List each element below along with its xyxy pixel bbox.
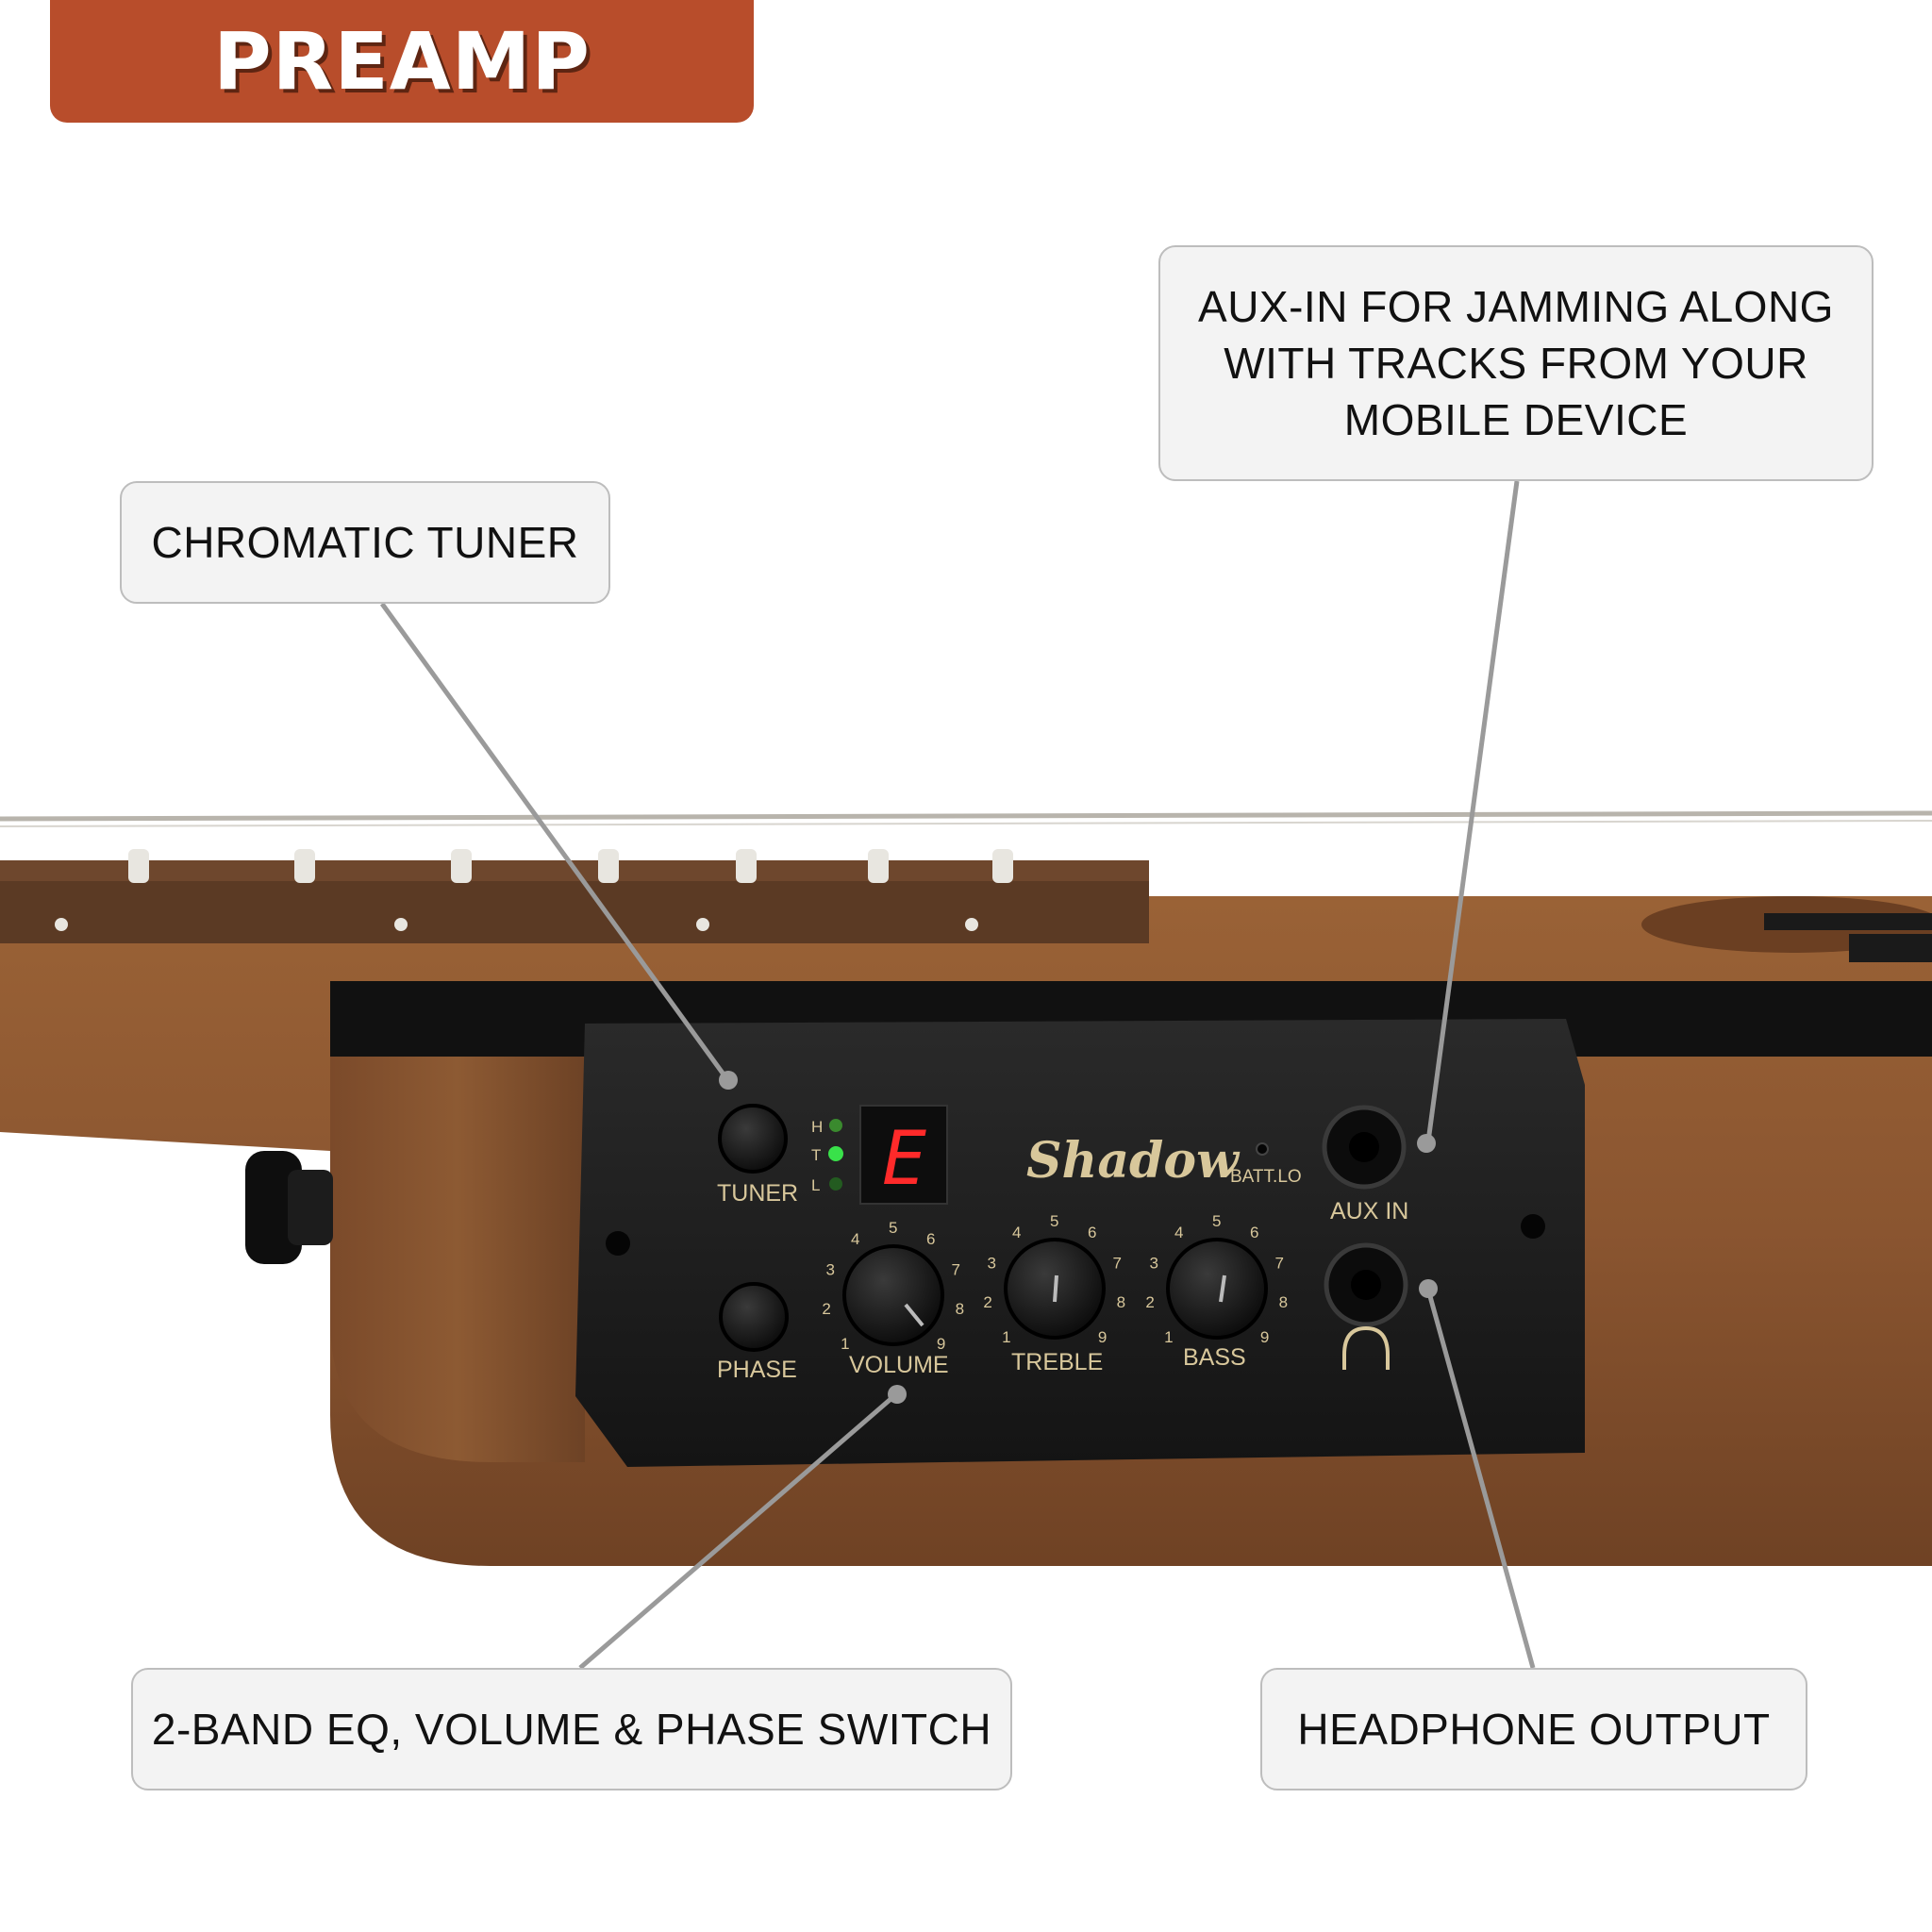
callout-leaders [379,480,1536,1670]
dial-number: 8 [956,1300,964,1318]
bass-label: BASS [1183,1344,1246,1371]
led-h [829,1119,842,1132]
dial-number: 9 [1098,1328,1107,1346]
dial-number: 2 [1145,1293,1154,1311]
treble-knob[interactable] [1004,1238,1106,1340]
tuner-label: TUNER [717,1180,798,1207]
callout-headphone: HEADPHONE OUTPUT [1260,1668,1807,1790]
led-t-label: T [811,1146,821,1164]
callout-eq-text: 2-BAND EQ, VOLUME & PHASE SWITCH [151,1705,992,1754]
page-title: PREAMP [213,15,591,108]
phase-button[interactable] [719,1282,789,1352]
batt-led [1256,1142,1269,1156]
led-l-label: L [811,1176,820,1194]
dial-number: 7 [952,1260,960,1278]
led-h-label: H [811,1118,823,1136]
dial-number: 3 [988,1254,996,1272]
dial-number: 5 [1050,1212,1058,1230]
headphone-icon [1342,1325,1390,1370]
volume-knob[interactable] [842,1244,944,1346]
dial-number: 4 [1174,1224,1183,1241]
aux-in-label: AUX IN [1330,1198,1408,1224]
dial-number: 2 [822,1300,830,1318]
callout-aux-in-text: AUX-IN FOR JAMMING ALONG WITH TRACKS FRO… [1198,282,1834,444]
tuner-button[interactable] [718,1104,788,1174]
callout-tuner-text: CHROMATIC TUNER [151,518,579,567]
preamp-panel: TUNER H T L E Shadow BATT.LO AUX IN PHAS… [575,1019,1585,1467]
callout-tuner: CHROMATIC TUNER [120,481,610,604]
dial-number: 3 [1150,1254,1158,1272]
dial-number: 5 [1212,1212,1221,1230]
led-l [829,1177,842,1191]
dial-number: 8 [1117,1293,1125,1311]
guitar-neck [0,810,1932,945]
volume-label: VOLUME [849,1352,949,1378]
callout-headphone-text: HEADPHONE OUTPUT [1297,1705,1771,1754]
led-t [828,1146,843,1161]
fret-markers [55,849,1013,931]
dial-number: 7 [1113,1254,1122,1272]
dial-number: 6 [1088,1224,1096,1241]
dial-number: 1 [1164,1328,1173,1346]
tuner-note: E [882,1117,926,1202]
dial-number: 6 [926,1230,935,1248]
dial-number: 4 [1012,1224,1021,1241]
brand-logo: Shadow [1026,1132,1241,1190]
dial-number: 1 [1002,1328,1010,1346]
treble-label: TREBLE [1011,1349,1103,1375]
dial-number: 4 [851,1230,859,1248]
dial-number: 7 [1275,1254,1284,1272]
dial-number: 5 [889,1219,897,1237]
dial-number: 9 [937,1335,945,1353]
dial-number: 3 [826,1260,835,1278]
dial-number: 8 [1279,1293,1288,1311]
tuner-display [859,1105,948,1205]
callout-eq: 2-BAND EQ, VOLUME & PHASE SWITCH [131,1668,1012,1790]
dial-number: 6 [1250,1224,1258,1241]
header-banner: PREAMP [50,0,754,123]
callout-aux-in: AUX-IN FOR JAMMING ALONG WITH TRACKS FRO… [1158,245,1874,481]
dial-number: 1 [841,1335,849,1353]
batt-label: BATT.LO [1230,1167,1302,1187]
dial-number: 9 [1260,1328,1269,1346]
dial-number: 2 [983,1293,991,1311]
phase-label: PHASE [717,1357,797,1383]
bass-knob[interactable] [1166,1238,1268,1340]
